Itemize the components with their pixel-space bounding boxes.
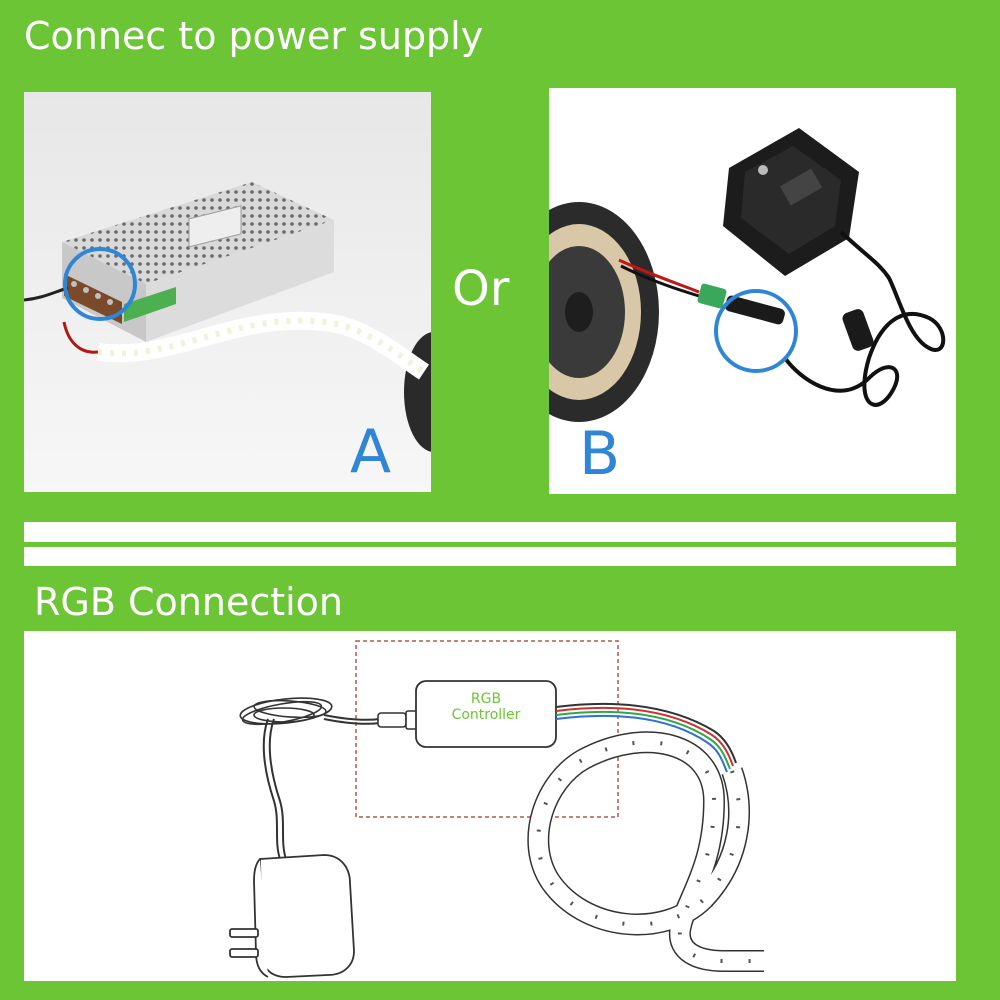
coiled-cable xyxy=(239,697,333,726)
psu-side xyxy=(146,220,334,342)
option-a-label: A xyxy=(350,417,392,487)
controller-highlight-box xyxy=(355,640,619,818)
rgb-output-wires xyxy=(555,702,737,773)
or-label: Or xyxy=(452,261,510,317)
barrel-plug-outline xyxy=(377,712,407,728)
psu-sticker xyxy=(188,205,242,248)
separator-band-bottom xyxy=(24,547,956,566)
rgb-controller: RGB Controller xyxy=(415,680,557,748)
panel-a: A xyxy=(24,92,431,492)
option-b-label: B xyxy=(579,419,621,489)
rgb-diagram-panel: RGB Controller xyxy=(24,631,956,981)
rgb-connection-heading: RGB Connection xyxy=(34,580,344,624)
highlight-circle-a xyxy=(63,247,137,321)
panel-b: B xyxy=(549,88,956,494)
controller-label-line2: Controller xyxy=(452,707,521,723)
psu-terminals xyxy=(64,274,122,324)
ferrite-bead xyxy=(842,309,874,351)
barrel-plug xyxy=(725,295,785,325)
led-strip xyxy=(527,731,764,972)
power-supply-heading: Connec to power supply xyxy=(24,14,484,58)
rgb-wiring-diagram: RGB Controller xyxy=(24,631,956,981)
separator-band-top xyxy=(24,522,956,542)
controller-label-line1: RGB xyxy=(471,691,501,707)
highlight-circle-b xyxy=(714,289,798,373)
wall-adapter-illustration xyxy=(549,88,956,494)
psu-label xyxy=(124,287,176,322)
dc-connector xyxy=(697,283,727,309)
power-supply-box-illustration xyxy=(24,92,431,492)
wall-adapter-outline xyxy=(229,854,355,978)
